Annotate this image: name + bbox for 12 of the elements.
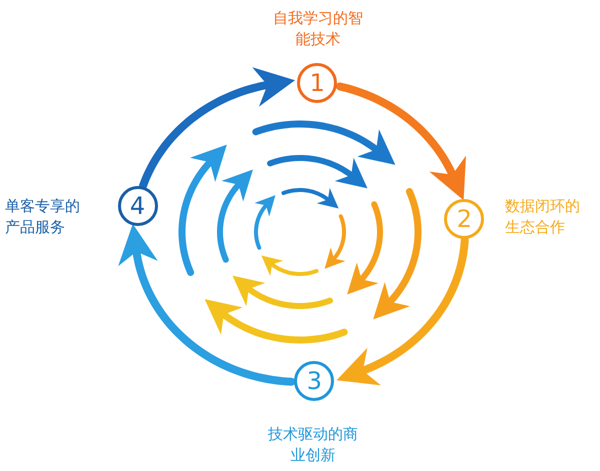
curved-arrow [336,82,466,200]
curved-arrow [336,236,469,386]
number-circle: 2 [444,198,484,239]
step-label: 技术驱动的商业创新 [268,424,358,466]
number-circle: 1 [297,62,338,103]
number-circle: 3 [294,361,334,402]
number-circle: 4 [118,186,158,226]
step-label: 自我学习的智能技术 [273,8,363,50]
step-label: 单客专享的产品服务 [5,196,81,238]
step-label: 数据闭环的生态合作 [505,196,581,238]
curved-arrow [118,224,296,386]
curved-arrow [139,67,295,190]
